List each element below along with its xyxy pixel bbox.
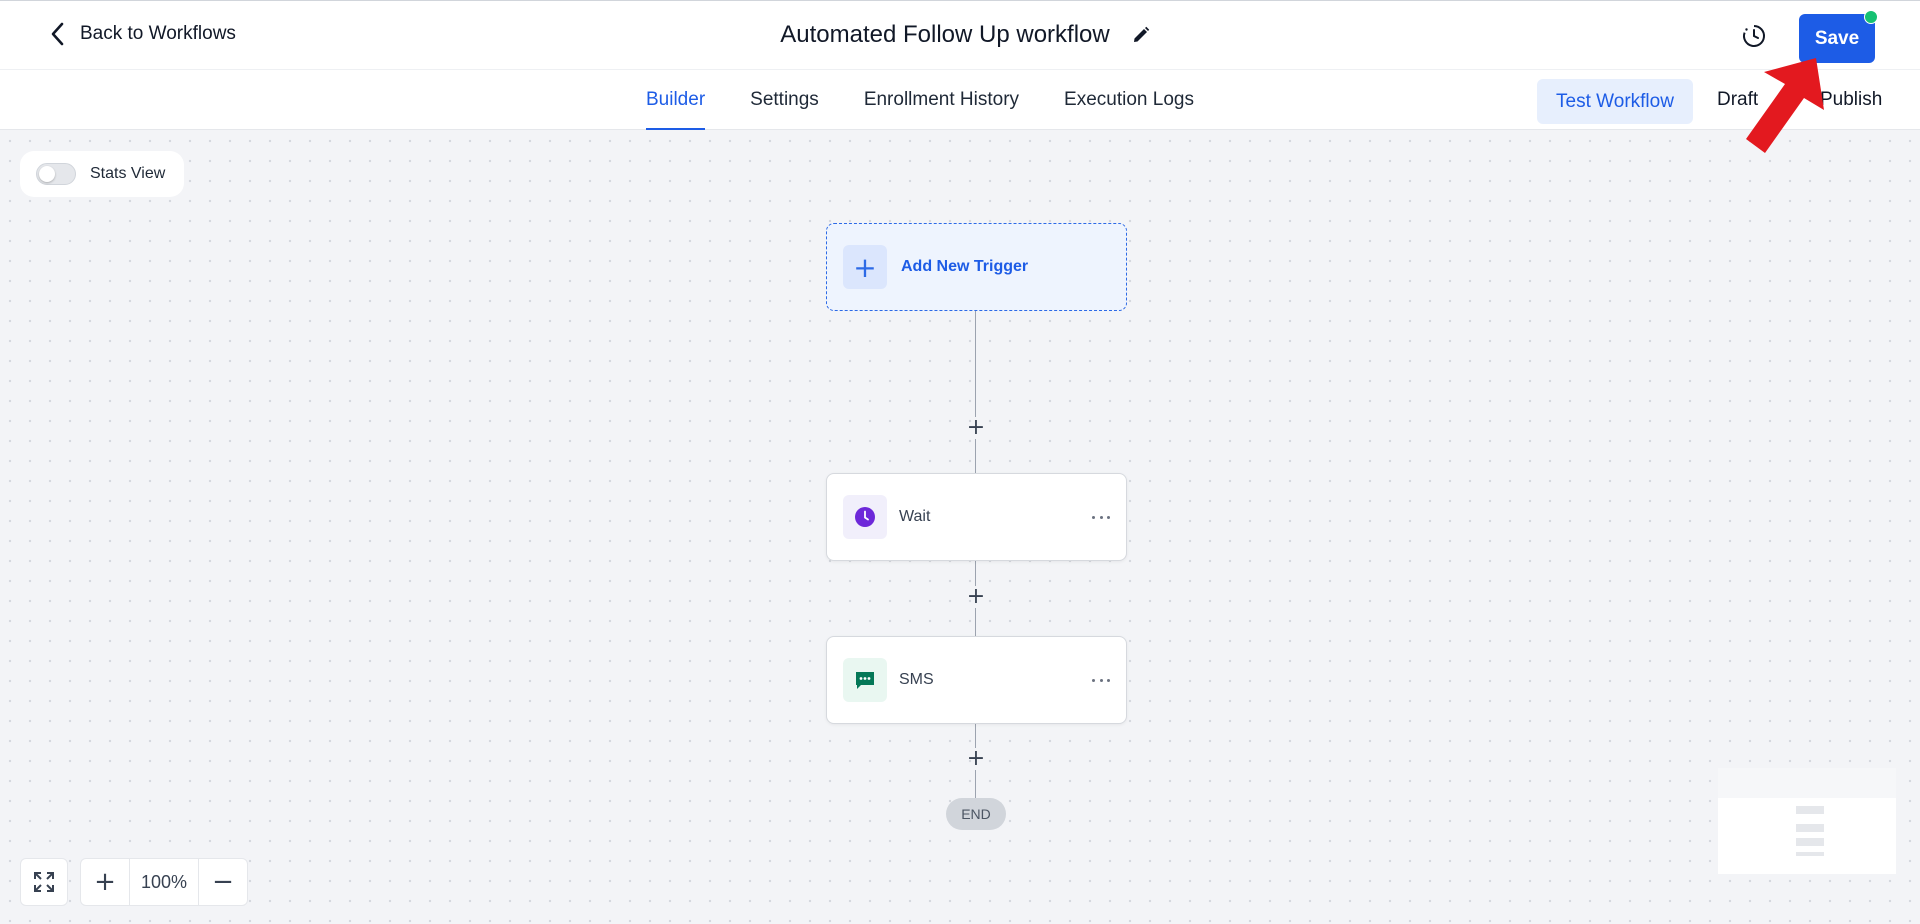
zoom-out-button[interactable]: − bbox=[212, 867, 234, 897]
zoom-level: 100% bbox=[129, 859, 199, 905]
add-step-plus-icon[interactable]: + bbox=[966, 584, 986, 609]
tab-settings[interactable]: Settings bbox=[750, 89, 819, 110]
tab-builder[interactable]: Builder bbox=[646, 70, 706, 130]
zoom-in-button[interactable]: + bbox=[94, 867, 116, 897]
version-history-icon[interactable] bbox=[1741, 23, 1767, 49]
annotation-arrow-icon bbox=[1746, 58, 1824, 153]
tab-enrollment-history[interactable]: Enrollment History bbox=[863, 89, 1020, 110]
draft-toggle-option[interactable]: Draft bbox=[1717, 89, 1759, 110]
workflow-title: Automated Follow Up workflow bbox=[780, 21, 1110, 48]
stats-view-panel: Stats View bbox=[20, 151, 184, 197]
connector-line bbox=[975, 311, 976, 417]
plus-icon: + bbox=[843, 245, 887, 289]
expand-icon bbox=[34, 872, 54, 892]
sms-action-node[interactable]: SMS bbox=[826, 636, 1127, 724]
node-label: SMS bbox=[899, 671, 934, 688]
back-to-workflows-link[interactable]: Back to Workflows bbox=[48, 21, 236, 47]
back-label: Back to Workflows bbox=[80, 23, 236, 44]
stats-view-label: Stats View bbox=[90, 165, 166, 182]
connector-line bbox=[975, 439, 976, 473]
test-workflow-button[interactable]: Test Workflow bbox=[1537, 79, 1693, 124]
node-label: Wait bbox=[899, 508, 931, 525]
pencil-icon[interactable] bbox=[1132, 26, 1150, 44]
minimap[interactable] bbox=[1718, 768, 1896, 874]
trigger-label: Add New Trigger bbox=[901, 258, 1029, 275]
unsaved-status-dot bbox=[1864, 10, 1878, 24]
connector-line bbox=[975, 770, 976, 798]
save-button[interactable]: Save bbox=[1799, 14, 1875, 63]
tab-bar: Builder Settings Enrollment History Exec… bbox=[0, 70, 1920, 130]
message-icon bbox=[843, 658, 887, 702]
stats-view-toggle[interactable] bbox=[36, 163, 76, 185]
clock-icon bbox=[843, 495, 887, 539]
add-new-trigger-node[interactable]: + Add New Trigger bbox=[826, 223, 1127, 311]
connector-line bbox=[975, 608, 976, 636]
top-bar: Back to Workflows Automated Follow Up wo… bbox=[0, 0, 1920, 70]
workflow-title-group: Automated Follow Up workflow bbox=[0, 21, 1920, 49]
chevron-left-icon bbox=[51, 22, 64, 46]
wait-action-node[interactable]: Wait bbox=[826, 473, 1127, 561]
fit-to-screen-button[interactable] bbox=[20, 858, 68, 906]
connector-line bbox=[975, 724, 976, 748]
more-options-icon[interactable] bbox=[1092, 514, 1110, 520]
add-step-plus-icon[interactable]: + bbox=[966, 746, 986, 771]
connector-line bbox=[975, 561, 976, 586]
tab-list: Builder Settings Enrollment History Exec… bbox=[646, 70, 1194, 130]
add-step-plus-icon[interactable]: + bbox=[966, 415, 986, 440]
zoom-controls: + 100% − bbox=[80, 858, 248, 906]
tab-execution-logs[interactable]: Execution Logs bbox=[1064, 89, 1194, 110]
more-options-icon[interactable] bbox=[1092, 677, 1110, 683]
publish-toggle-option[interactable]: Publish bbox=[1820, 89, 1883, 110]
end-node: END bbox=[946, 798, 1006, 830]
